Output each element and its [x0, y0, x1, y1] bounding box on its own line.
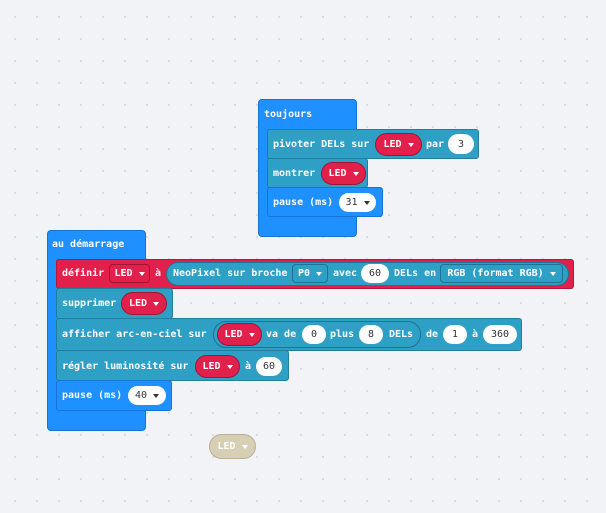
range-from-input[interactable]: 0	[302, 325, 326, 344]
chevron-down-icon	[138, 271, 145, 276]
clear-label: supprimer	[62, 298, 117, 309]
rotate-by-label: par	[426, 139, 445, 150]
pin-dropdown[interactable]: P0	[292, 264, 328, 283]
rainbow-label: afficher arc-en-ciel sur	[62, 329, 207, 340]
mode-value: RGB (format RGB)	[447, 268, 544, 279]
leds-in-label: DELs en	[394, 268, 437, 279]
set-variable-dropdown[interactable]: LED	[109, 264, 150, 283]
led-count-input[interactable]: 60	[361, 264, 389, 283]
range-from-label: va de	[266, 329, 297, 340]
chevron-down-icon	[153, 301, 160, 306]
with-label: avec	[333, 268, 358, 279]
start-pause-input[interactable]: 40	[128, 386, 166, 405]
chevron-down-icon	[352, 171, 359, 176]
hue-from-label: de	[426, 329, 439, 340]
brightness-strip-label: LED	[202, 361, 221, 372]
clear-strip-label: LED	[128, 298, 148, 309]
set-variable-to-label: à	[155, 268, 162, 279]
range-plus-label: plus	[330, 329, 355, 340]
mode-dropdown[interactable]: RGB (format RGB)	[440, 264, 563, 283]
brightness-strip-variable[interactable]: LED	[195, 355, 240, 378]
range-leds-label: DELs	[389, 329, 414, 340]
clear-strip-variable[interactable]: LED	[121, 292, 167, 315]
rainbow-strip-variable[interactable]: LED	[217, 323, 262, 346]
forever-pause-value: 31	[345, 197, 358, 208]
set-variable-name: LED	[114, 268, 133, 279]
show-strip-label: LED	[328, 168, 347, 179]
rainbow-strip-label: LED	[224, 329, 243, 340]
hue-to-label: à	[472, 329, 479, 340]
show-strip-variable[interactable]: LED	[321, 162, 366, 185]
hue-to-input[interactable]: 360	[483, 325, 517, 344]
loose-led-label: LED	[217, 441, 236, 452]
chevron-down-icon	[363, 200, 370, 205]
chevron-down-icon	[407, 142, 414, 147]
hue-from-input[interactable]: 1	[443, 325, 467, 344]
show-label: montrer	[273, 168, 316, 179]
set-variable-label: définir	[62, 268, 105, 279]
start-pause-label: pause (ms)	[62, 390, 123, 401]
rotate-by-input[interactable]: 3	[448, 134, 474, 154]
chevron-down-icon	[549, 271, 556, 276]
brightness-block[interactable]	[56, 350, 289, 381]
brightness-label: régler luminosité sur	[62, 361, 189, 372]
chevron-down-icon	[241, 444, 248, 449]
chevron-down-icon	[316, 271, 323, 276]
brightness-input[interactable]: 60	[256, 357, 282, 376]
loose-led-variable[interactable]: LED	[209, 434, 256, 459]
chevron-down-icon	[153, 393, 160, 398]
rotate-strip-variable[interactable]: LED	[375, 133, 422, 156]
rotate-strip-label: LED	[383, 139, 402, 150]
forever-pause-input[interactable]: 31	[339, 193, 376, 212]
chevron-down-icon	[248, 332, 255, 337]
neopixel-create-label: NeoPixel sur broche	[173, 268, 288, 279]
range-plus-input[interactable]: 8	[359, 325, 383, 344]
forever-label: toujours	[264, 109, 313, 120]
forever-pause-label: pause (ms)	[273, 197, 334, 208]
rotate-leds-block[interactable]	[267, 129, 479, 159]
pin-value: P0	[297, 268, 311, 279]
brightness-to-label: à	[245, 361, 252, 372]
chevron-down-icon	[226, 364, 233, 369]
rotate-leds-label: pivoter DELs sur	[273, 139, 370, 150]
on-start-label: au démarrage	[52, 239, 125, 250]
start-pause-value: 40	[134, 390, 148, 401]
